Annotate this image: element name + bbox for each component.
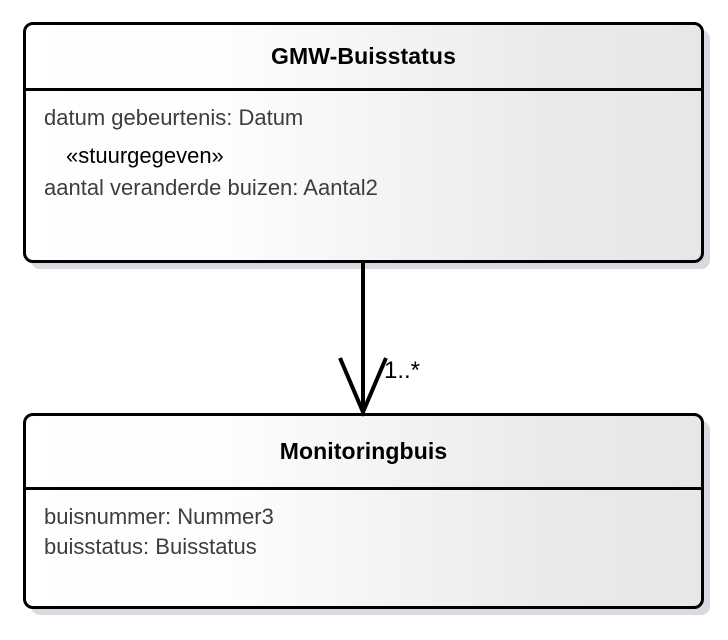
class-name-compartment: GMW-Buisstatus xyxy=(26,25,701,91)
association-target-multiplicity: 1..* xyxy=(384,357,421,384)
class-attribute: buisstatus: Buisstatus xyxy=(44,534,257,560)
class-attribute: datum gebeurtenis: Datum xyxy=(44,105,304,130)
class-name: Monitoringbuis xyxy=(279,438,448,464)
open-arrowhead-icon xyxy=(338,357,388,418)
class-attributes-compartment: buisnummer: Nummer3 buisstatus: Buisstat… xyxy=(26,490,701,563)
class-attribute: buisnummer: Nummer3 xyxy=(44,504,274,529)
class-attribute-stereotype: «stuurgegeven» xyxy=(66,143,224,169)
uml-class-monitoringbuis[interactable]: Monitoringbuis buisnummer: Nummer3 buiss… xyxy=(23,413,704,609)
class-name-compartment: Monitoringbuis xyxy=(26,416,701,490)
class-attributes-compartment: datum gebeurtenis: Datum «stuurgegeven» … xyxy=(26,91,701,203)
uml-class-gmw-buisstatus[interactable]: GMW-Buisstatus datum gebeurtenis: Datum … xyxy=(23,22,704,263)
class-attribute: aantal veranderde buizen: Aantal2 xyxy=(44,174,378,200)
class-name: GMW-Buisstatus xyxy=(271,43,456,69)
